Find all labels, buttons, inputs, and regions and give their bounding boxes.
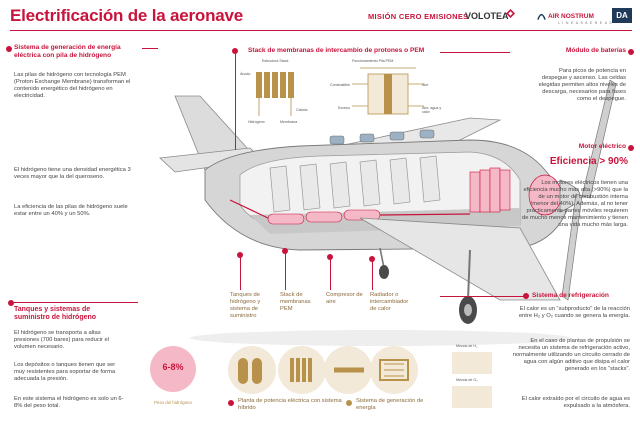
tanks-title: Tanques y sistemas de suministro de hidr…	[14, 306, 97, 321]
pem-title: Stack de membranas de intercambio de pro…	[248, 47, 425, 54]
pem-marker	[232, 48, 238, 54]
callout-dot-1	[237, 252, 243, 258]
pem-label-anodo: Ánodo	[240, 72, 251, 76]
callout-leader-2	[285, 252, 286, 290]
motor-text: Los motores eléctricos tienen una eficie…	[521, 180, 628, 228]
air-nostrum-mark-icon	[537, 13, 546, 20]
motor-title: Motor eléctrico	[578, 143, 626, 150]
callout-leader-1	[240, 256, 241, 290]
callout-dot-2	[282, 248, 288, 254]
hydrogen-weight-caption: Peso del hidrógeno	[154, 400, 192, 405]
tanks-text-3: En este sistema el hidrógeno es solo un …	[14, 396, 124, 409]
fuel-cell-leader	[142, 48, 158, 49]
fuel-cell-title: Sistema de generación de energía eléctri…	[14, 44, 121, 59]
component-icons	[238, 358, 409, 384]
volotea-mark-icon	[506, 9, 515, 18]
pem-diagram	[256, 67, 424, 116]
mission-label: MISIÓN CERO EMISIONES	[368, 12, 469, 21]
header-divider	[10, 30, 632, 31]
pem-label-hidrogeno: Hidrógeno	[248, 120, 265, 124]
pem-struct-title: Estructura Stack	[262, 59, 289, 63]
hydrogen-weight-value: 6-8%	[162, 362, 184, 372]
hydrogen-weight-badge	[150, 346, 196, 392]
cooling-mezcla-h2: Mezcla de H₂	[456, 344, 478, 348]
pem-func-title: Funcionamiento Pila PEM	[352, 59, 394, 63]
callout-pem: Stack de membranas PEM	[280, 292, 311, 312]
pem-label-catodo: Cátodo	[296, 108, 308, 112]
callout-tanks: Tanques de hidrógeno y sistema de sumini…	[230, 292, 261, 319]
callout-compresor: Compresor de aire	[326, 292, 363, 305]
callout-dot-4	[369, 256, 375, 262]
pem-label-combustible: Combustible	[330, 83, 350, 87]
pem-label-exceso: Exceso	[338, 106, 350, 110]
tanks-leader	[14, 302, 138, 303]
batteries-leader	[440, 52, 510, 53]
callout-dot-3	[327, 254, 333, 260]
legend-energy-system: Sistema de generación de energía	[356, 398, 424, 411]
cooling-leader	[440, 296, 524, 297]
fuel-cell-text-2: El hidrógeno tiene una densidad energéti…	[14, 167, 131, 180]
cooling-text-2: En el caso de plantas de propulsión se n…	[512, 338, 630, 372]
tanks-text-1: El hidrógeno se transporta a altas presi…	[14, 330, 110, 350]
volotea-logo: VOLOTEA	[465, 11, 509, 21]
da-logo: DA	[612, 8, 632, 23]
cooling-text-1: El calor es un “subproducto” de la reacc…	[518, 306, 630, 319]
cooling-marker	[523, 293, 529, 299]
legend-power-plant: Planta de potencia eléctrica con sistema…	[238, 398, 342, 411]
h2-mix-box	[452, 352, 492, 374]
fuel-cell-text-1: Las pilas de hidrógeno con tecnología PE…	[14, 72, 131, 99]
pem-label-membrana: Membrana	[280, 120, 298, 124]
air-nostrum-logo: AIR NOSTRUM	[548, 13, 594, 20]
aircraft-illustration	[159, 80, 617, 346]
pem-leader	[235, 54, 236, 150]
motor-efficiency: Eficiencia > 90%	[549, 156, 628, 167]
callout-leader-3	[330, 258, 331, 290]
callout-radiador: Radiador o intercambiador de calor	[370, 292, 409, 312]
o2-mix-box	[452, 386, 492, 408]
motor-marker	[628, 145, 634, 151]
fuel-cell-text-3: La eficiencia de las pilas de hidrógeno …	[14, 204, 128, 217]
tanks-text-2: Los depósitos o tanques tienen que ser m…	[14, 362, 116, 382]
tanks-marker	[8, 300, 14, 306]
pem-label-aire: Aire	[422, 83, 429, 87]
cooling-text-3: El calor extraído por el circuito de agu…	[521, 396, 630, 409]
batteries-marker	[628, 49, 634, 55]
callout-leader-4	[372, 260, 373, 290]
legend-dot-2	[346, 400, 352, 406]
batteries-text: Para picos de potencia en despegue y asc…	[538, 68, 626, 102]
batteries-title: Módulo de baterías	[565, 47, 626, 54]
cooling-title: Sistema de refrigeración	[532, 292, 609, 299]
legend-dot-1	[228, 400, 234, 406]
page-title: Electrificación de la aeronave	[10, 6, 244, 25]
air-nostrum-subtitle: L I N E A S A E R E A S	[558, 21, 613, 25]
fuel-cell-marker	[6, 46, 12, 52]
cooling-mezcla-o2: Mezcla de O₂	[456, 378, 478, 382]
pem-label-aire-agua: Aire, agua y calor	[422, 106, 442, 114]
